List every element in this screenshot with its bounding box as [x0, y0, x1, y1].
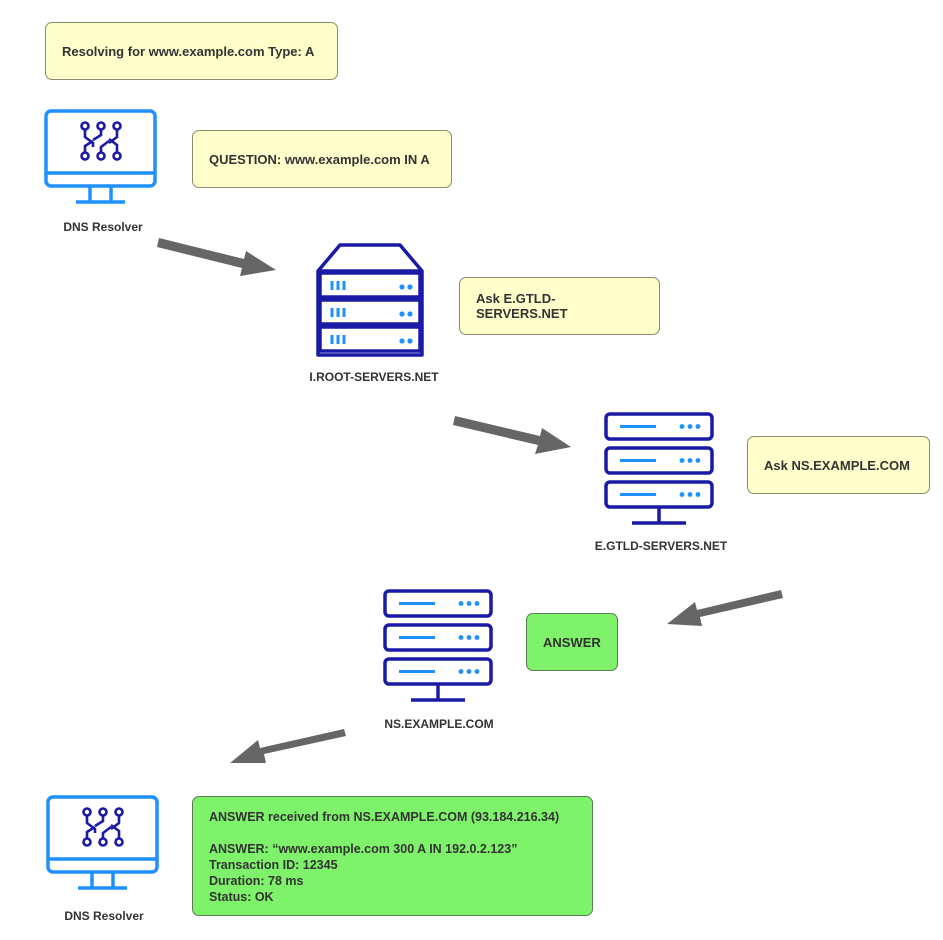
- server-stack-icon: [604, 412, 714, 525]
- result-status: Status: OK: [209, 890, 274, 904]
- resolver-bottom-label: DNS Resolver: [64, 909, 144, 923]
- gtld-server-label: E.GTLD-SERVERS.NET: [594, 539, 728, 553]
- ask-ns-note-text: Ask NS.EXAMPLE.COM: [764, 457, 910, 473]
- result-transaction: Transaction ID: 12345: [209, 858, 338, 872]
- arrow-gtld-to-ns: [667, 590, 783, 626]
- computer-monitor-icon: [44, 109, 157, 204]
- server-rack-icon: [316, 243, 424, 357]
- resolver-top-label: DNS Resolver: [63, 220, 143, 234]
- question-note-text: QUESTION: www.example.com IN A: [209, 151, 430, 167]
- computer-monitor-icon: [46, 795, 159, 890]
- resolving-note: Resolving for www.example.com Type: A: [45, 22, 338, 80]
- resolving-note-text: Resolving for www.example.com Type: A: [62, 43, 315, 59]
- result-header: ANSWER received from NS.EXAMPLE.COM (93.…: [209, 810, 560, 824]
- arrow-ns-to-resolver: [230, 729, 346, 763]
- ask-gtld-note: Ask E.GTLD-SERVERS.NET: [459, 277, 660, 335]
- result-note: ANSWER received from NS.EXAMPLE.COM (93.…: [192, 796, 593, 916]
- ask-ns-note: Ask NS.EXAMPLE.COM: [747, 436, 930, 494]
- ask-gtld-note-text: Ask E.GTLD-SERVERS.NET: [476, 291, 568, 321]
- answer-note: ANSWER: [526, 613, 618, 671]
- arrow-resolver-to-root: [157, 238, 276, 276]
- arrow-root-to-gtld: [453, 416, 571, 454]
- ns-server-label: NS.EXAMPLE.COM: [384, 717, 494, 731]
- answer-note-text: ANSWER: [543, 634, 601, 650]
- question-note: QUESTION: www.example.com IN A: [192, 130, 452, 188]
- root-server-label: I.ROOT-SERVERS.NET: [309, 370, 439, 384]
- result-duration: Duration: 78 ms: [209, 874, 304, 888]
- server-stack-icon: [383, 589, 493, 702]
- result-answer-line: ANSWER: “www.example.com 300 A IN 192.0.…: [209, 842, 518, 856]
